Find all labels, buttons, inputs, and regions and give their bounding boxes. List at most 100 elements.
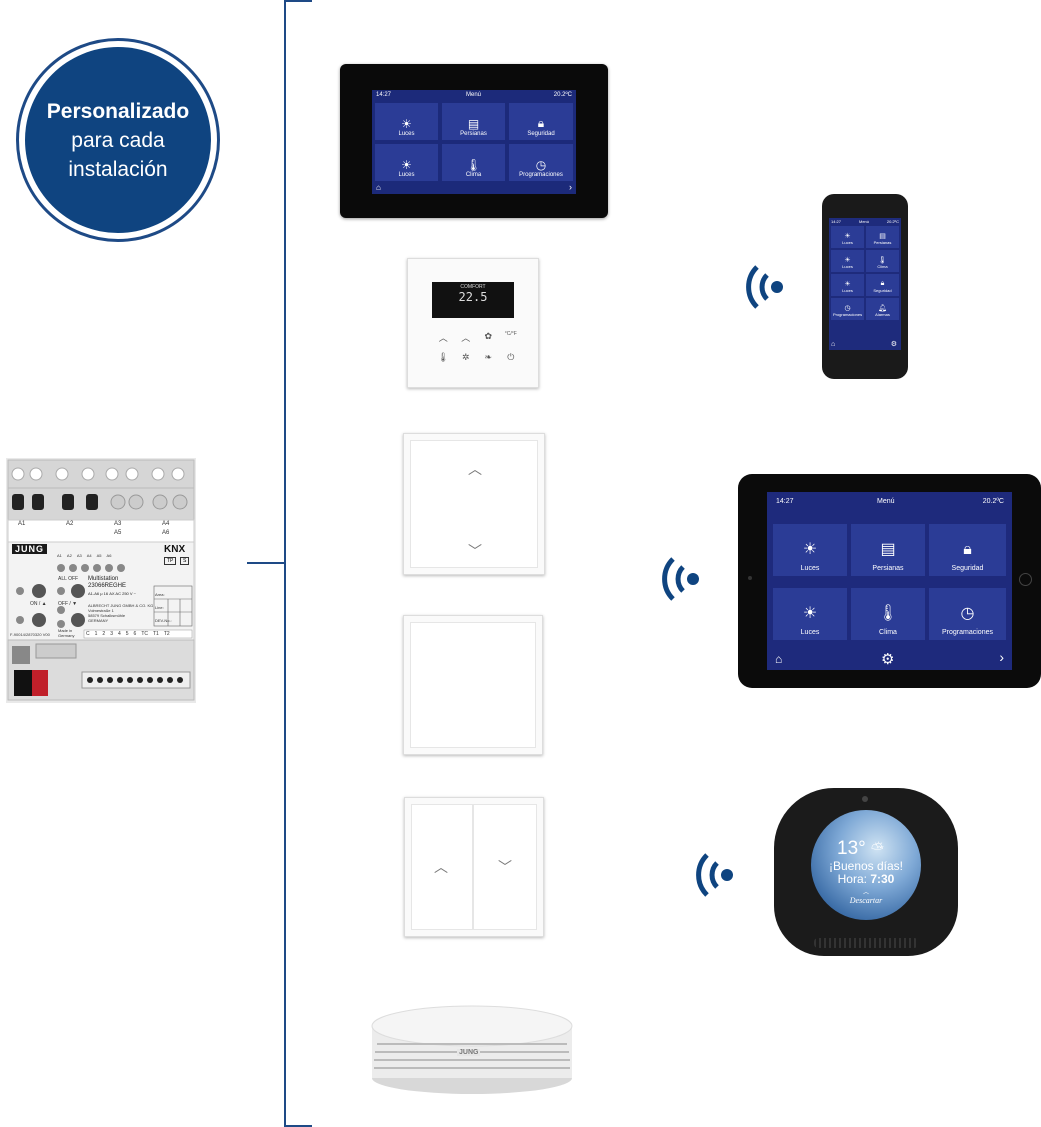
double-rocker-right[interactable]: ﹀ bbox=[473, 804, 537, 930]
panel-tile-schedules[interactable]: ◷ Programaciones bbox=[509, 144, 573, 181]
blinds-icon: ▤ bbox=[879, 233, 886, 240]
panel-tile-label: Seguridad bbox=[527, 131, 555, 137]
lock-icon: 🔒︎ bbox=[963, 541, 972, 558]
led-label-a3: A3 bbox=[76, 553, 82, 558]
tablet-camera bbox=[748, 576, 752, 580]
badge-line-1: Personalizado bbox=[46, 99, 190, 123]
thermostat-display: COMFORT 22.5 bbox=[432, 282, 514, 318]
knx-logo: KNX bbox=[164, 544, 186, 555]
tablet-tile-lights-2[interactable]: ☀ Luces bbox=[773, 588, 847, 640]
speaker-grille bbox=[814, 938, 918, 948]
phone-tile-label: Luces bbox=[842, 264, 853, 269]
terminal-labels: C 1 2 3 4 5 6 TC T1 T2 bbox=[86, 631, 170, 637]
channel-a4: A4 bbox=[162, 521, 170, 527]
actuator-body bbox=[6, 458, 196, 703]
terminal-6: 6 bbox=[133, 631, 137, 637]
thermostat-buttons: ︿ ︿ ✿ °C/°F 🌡︎ ✲ ❧ ⏻ bbox=[432, 331, 522, 363]
panel-tile-blinds[interactable]: ▤ Persianas bbox=[442, 103, 505, 140]
led-label-a2: A2 bbox=[66, 553, 72, 558]
tablet-tile-security[interactable]: 🔒︎ Seguridad bbox=[929, 524, 1006, 576]
tablet-tile-blinds[interactable]: ▤ Persianas bbox=[851, 524, 925, 576]
gear-icon[interactable]: ⚙ bbox=[881, 651, 895, 668]
led-label-a4: A4 bbox=[86, 553, 92, 558]
chevron-right-icon[interactable]: › bbox=[999, 649, 1004, 665]
unit-toggle[interactable]: °C/°F bbox=[504, 331, 517, 337]
chevron-up-icon[interactable]: ︿ bbox=[461, 333, 471, 343]
smoke-detector-logo: JUNG bbox=[457, 1049, 481, 1056]
speaker-dismiss[interactable]: Descartar bbox=[849, 896, 883, 905]
terminal-4: 4 bbox=[117, 631, 121, 637]
blind-rocker[interactable]: ︿ ﹀ bbox=[410, 440, 538, 568]
tablet-tile-label: Persianas bbox=[872, 565, 904, 572]
wifi-icon bbox=[690, 850, 736, 909]
home-icon[interactable]: ⌂ bbox=[376, 183, 381, 192]
chevron-up-icon[interactable]: ︿ bbox=[438, 333, 448, 343]
home-icon[interactable]: ⌂ bbox=[775, 652, 783, 666]
tablet-tile-lights-1[interactable]: ☀ Luces bbox=[773, 524, 847, 576]
panel-tile-climate[interactable]: 🌡︎ Clima bbox=[442, 144, 505, 181]
badge-inner: Personalizado para cada instalación bbox=[25, 47, 211, 233]
channel-a1: A1 bbox=[18, 521, 26, 527]
phone-tile-label: Clima bbox=[877, 264, 888, 269]
fan-icon[interactable]: ✿ bbox=[484, 331, 493, 341]
power-icon[interactable]: ⏻ bbox=[507, 352, 515, 362]
thermometer-icon[interactable]: 🌡︎ bbox=[437, 352, 449, 362]
home-icon[interactable]: ⌂ bbox=[831, 341, 836, 348]
speaker-screen: 13° ⛅︎ ¡Buenos días! Hora: 7:30 ︿ Descar… bbox=[811, 810, 921, 920]
bell-icon: 🔔︎ bbox=[878, 305, 887, 312]
speaker-time-value: 7:30 bbox=[870, 872, 895, 886]
line-label: Line: bbox=[155, 605, 164, 610]
phone-tile-security[interactable]: 🔒︎ Seguridad bbox=[866, 274, 899, 296]
light-icon: ☀ bbox=[401, 117, 412, 131]
tablet-tile-climate[interactable]: 🌡︎ Clima bbox=[851, 588, 925, 640]
touch-panel-screen: 14:27 Menú 20.2ºC ☀ Luces ▤ Persianas 🔒︎… bbox=[372, 90, 576, 194]
blind-switch: ︿ ﹀ bbox=[403, 433, 545, 575]
tablet-home-button[interactable] bbox=[1019, 573, 1032, 586]
channel-a3: A3 bbox=[114, 521, 122, 527]
phone-time: 14:27 bbox=[831, 219, 842, 224]
channel-a6: A6 bbox=[162, 530, 170, 536]
double-rocker-left[interactable]: ︿ bbox=[411, 804, 473, 930]
phone-tile-schedules[interactable]: ◷ Programaciones bbox=[831, 298, 864, 320]
speaker-temp: 13° ⛅︎ bbox=[811, 838, 921, 860]
fan-speed-icon[interactable]: ✲ bbox=[461, 352, 470, 362]
tablet-screen: 14:27 Menú 20.2ºC ☀ Luces ▤ Persianas 🔒︎… bbox=[767, 492, 1012, 670]
tablet-tile-schedules[interactable]: ◷ Programaciones bbox=[929, 588, 1006, 640]
panel-time: 14:27 bbox=[376, 92, 392, 98]
channel-a5: A5 bbox=[114, 530, 122, 536]
tablet-title: Menú bbox=[877, 498, 895, 505]
phone-tile-blinds[interactable]: ▤ Persianas bbox=[866, 226, 899, 248]
smartphone: 14:27 Menú 20.2ºC ☀ Luces ▤ Persianas ☀ … bbox=[822, 194, 908, 379]
light-rocker[interactable] bbox=[410, 622, 536, 748]
lock-icon: 🔒︎ bbox=[880, 280, 885, 287]
light-icon: ☀ bbox=[802, 605, 818, 622]
light-icon: ☀ bbox=[802, 541, 818, 558]
s-label: S bbox=[180, 557, 190, 565]
phone-tile-label: Luces bbox=[842, 288, 853, 293]
maker-line-3: 58579 Schalksmühle bbox=[88, 613, 126, 618]
knx-actuator: A1 A2 A3 A4 A5 A6 JUNG KNX TP S A1 A2 A3… bbox=[6, 458, 196, 703]
phone-tile-lights-1[interactable]: ☀ Luces bbox=[831, 226, 864, 248]
panel-tile-security[interactable]: 🔒︎ Seguridad bbox=[509, 103, 573, 140]
light-icon: ☀ bbox=[844, 281, 851, 288]
panel-tile-lights-1[interactable]: ☀ Luces bbox=[375, 103, 438, 140]
phone-tile-lights-3[interactable]: ☀ Luces bbox=[831, 274, 864, 296]
model-block: Multistation 23066REGHE A1-A6 μ 16 AX AC… bbox=[88, 576, 136, 597]
weather-sun-cloud-icon: ⛅︎ bbox=[871, 841, 884, 858]
eco-leaf-icon[interactable]: ❧ bbox=[484, 352, 493, 362]
panel-tile-lights-2[interactable]: ☀ Luces bbox=[375, 144, 438, 181]
phone-tile-alarms[interactable]: 🔔︎ Alarmas bbox=[866, 298, 899, 320]
badge-line-2: para cada bbox=[71, 128, 165, 152]
serial-label: F-90014/2870320 V00 bbox=[10, 632, 50, 637]
phone-tile-climate[interactable]: 🌡︎ Clima bbox=[866, 250, 899, 272]
thermostat-mode: COMFORT bbox=[460, 284, 486, 290]
chevron-up-icon: ︿ bbox=[468, 461, 482, 477]
chevron-right-icon[interactable]: › bbox=[569, 182, 572, 192]
badge-line-3: instalación bbox=[68, 157, 168, 181]
area-label: Area: bbox=[155, 592, 165, 597]
phone-tile-lights-2[interactable]: ☀ Luces bbox=[831, 250, 864, 272]
smoke-detector-body bbox=[371, 1005, 573, 1094]
gear-icon[interactable]: ⚙ bbox=[890, 341, 897, 348]
wifi-icon bbox=[740, 262, 786, 321]
wifi-icon bbox=[656, 554, 702, 613]
